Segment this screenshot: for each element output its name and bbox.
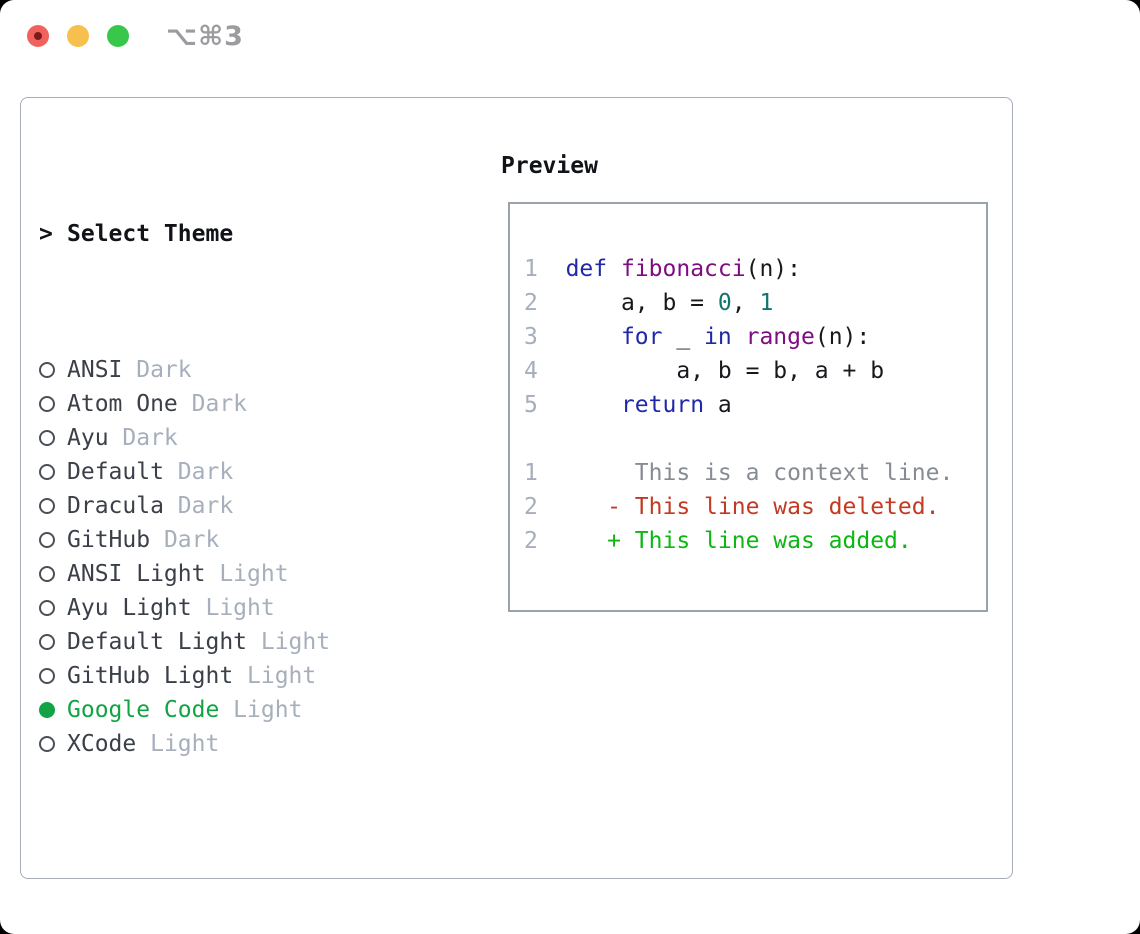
title-bar: ⌥⌘3 bbox=[0, 0, 1140, 72]
theme-option-ayu[interactable]: Ayu Dark bbox=[39, 421, 491, 455]
theme-name: Default Light bbox=[67, 629, 248, 655]
window-title: ⌥⌘3 bbox=[166, 21, 244, 52]
preview-spacer bbox=[524, 422, 986, 456]
diff-preview: 1 This is a context line. 2 - This line w… bbox=[524, 456, 986, 558]
theme-name: XCode bbox=[67, 731, 137, 757]
radio-icon bbox=[39, 600, 55, 616]
theme-variant: Dark bbox=[108, 425, 178, 451]
theme-variant: Light bbox=[136, 731, 220, 757]
radio-icon bbox=[39, 668, 55, 684]
code-line: 2 a, b = 0, 1 bbox=[524, 290, 774, 316]
radio-icon bbox=[39, 464, 55, 480]
theme-name: GitHub bbox=[67, 527, 151, 553]
theme-variant: Dark bbox=[150, 527, 220, 553]
theme-variant: Dark bbox=[122, 357, 192, 383]
radio-icon bbox=[39, 498, 55, 514]
code-line: 1 def fibonacci(n): bbox=[524, 256, 801, 282]
theme-option-github[interactable]: GitHub Dark bbox=[39, 523, 491, 557]
select-theme-title: Select Theme bbox=[67, 221, 234, 247]
prompt-icon: > bbox=[39, 221, 53, 247]
theme-option-github-light[interactable]: GitHub Light Light bbox=[39, 659, 491, 693]
radio-icon bbox=[39, 362, 55, 378]
theme-variant: Light bbox=[247, 629, 331, 655]
theme-name: GitHub Light bbox=[67, 663, 234, 689]
theme-option-atom-one[interactable]: Atom One Dark bbox=[39, 387, 491, 421]
apply-to-section: Apply To User SettingsWorkspace Settings bbox=[39, 897, 491, 934]
diff-line-del: 2 - This line was deleted. bbox=[524, 494, 940, 520]
radio-icon bbox=[39, 532, 55, 548]
preview-title: Preview bbox=[501, 153, 598, 179]
theme-variant: Dark bbox=[177, 391, 248, 417]
radio-icon bbox=[39, 396, 55, 412]
preview-box: 1 def fibonacci(n): 2 a, b = 0, 1 3 for _ … bbox=[508, 202, 988, 612]
theme-variant: Light bbox=[233, 663, 317, 689]
code-line: 5 return a bbox=[524, 392, 732, 418]
theme-option-dracula[interactable]: Dracula Dark bbox=[39, 489, 491, 523]
theme-variant: Light bbox=[219, 697, 303, 723]
theme-option-default-light[interactable]: Default Light Light bbox=[39, 625, 491, 659]
close-button[interactable] bbox=[27, 25, 49, 47]
theme-name: Ayu bbox=[67, 425, 109, 451]
code-preview-area: 1 def fibonacci(n): 2 a, b = 0, 1 3 for _ … bbox=[510, 204, 986, 558]
radio-icon bbox=[39, 430, 55, 446]
close-dot-icon bbox=[34, 32, 42, 40]
theme-name: Default bbox=[67, 459, 164, 485]
theme-name: ANSI Light bbox=[67, 561, 206, 587]
radio-selected-icon bbox=[39, 702, 55, 718]
maximize-button[interactable] bbox=[107, 25, 129, 47]
theme-variant: Light bbox=[191, 595, 275, 621]
theme-option-ansi[interactable]: ANSI Dark bbox=[39, 353, 491, 387]
theme-variant: Light bbox=[205, 561, 289, 587]
code-line: 4 a, b = b, a + b bbox=[524, 358, 885, 384]
theme-variant: Dark bbox=[163, 459, 234, 485]
select-theme-header-row: > Select Theme bbox=[39, 217, 491, 251]
theme-option-ansi-light[interactable]: ANSI Light Light bbox=[39, 557, 491, 591]
code-line: 3 for _ in range(n): bbox=[524, 324, 871, 350]
theme-option-google-code[interactable]: Google Code Light bbox=[39, 693, 491, 727]
radio-icon bbox=[39, 634, 55, 650]
theme-option-ayu-light[interactable]: Ayu Light Light bbox=[39, 591, 491, 625]
theme-name: Dracula bbox=[67, 493, 164, 519]
theme-name: Ayu Light bbox=[67, 595, 192, 621]
radio-icon bbox=[39, 736, 55, 752]
radio-icon bbox=[39, 566, 55, 582]
theme-name: Atom One bbox=[67, 391, 178, 417]
diff-line-add: 2 + This line was added. bbox=[524, 528, 912, 554]
theme-name: ANSI bbox=[67, 357, 123, 383]
minimize-button[interactable] bbox=[67, 25, 89, 47]
syntax-preview: 1 def fibonacci(n): 2 a, b = 0, 1 3 for _ … bbox=[524, 252, 986, 422]
theme-option-default[interactable]: Default Dark bbox=[39, 455, 491, 489]
theme-variant: Dark bbox=[163, 493, 234, 519]
theme-name: Google Code bbox=[67, 697, 220, 723]
diff-line-ctx: 1 This is a context line. bbox=[524, 460, 954, 486]
theme-option-xcode[interactable]: XCode Light bbox=[39, 727, 491, 761]
